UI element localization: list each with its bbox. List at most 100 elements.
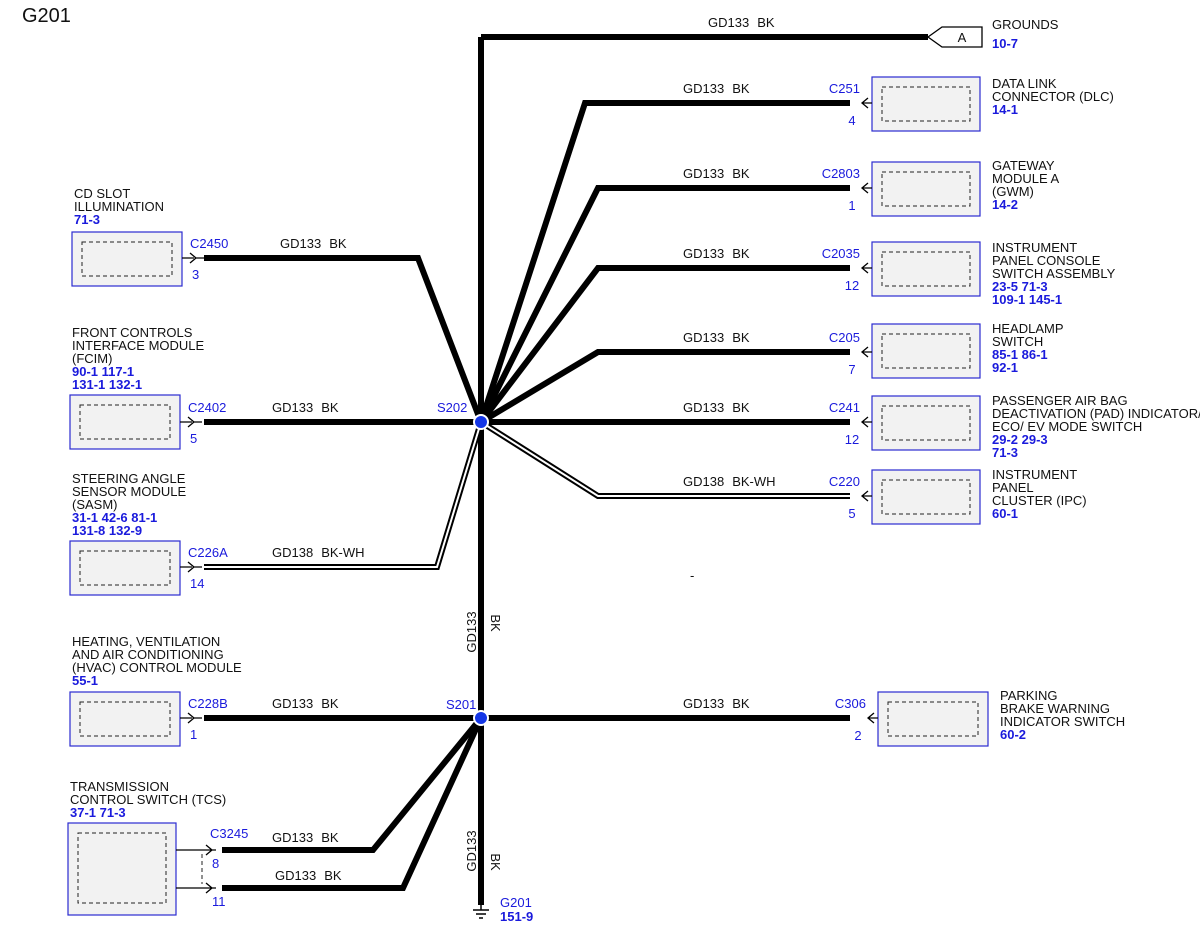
connector-label-c228b: C228B: [188, 696, 228, 711]
trunk-lower-color-label: BK: [488, 853, 503, 871]
component-name-c2803: MODULE A: [992, 171, 1060, 186]
component-ref-c205: 92-1: [992, 360, 1018, 375]
component-name-c228b: AND AIR CONDITIONING: [72, 647, 224, 662]
connector-arrow-icon: [860, 182, 872, 194]
component-name-c2450: CD SLOT: [74, 186, 130, 201]
connector-arrow-icon: [866, 712, 878, 724]
component-inner-c205: [881, 333, 971, 369]
stray-dash: -: [690, 568, 694, 583]
ground-symbol-icon: [473, 905, 489, 919]
wire-ipcs: [478, 265, 850, 424]
component-box-c205: [871, 323, 981, 379]
component-box-c228b: [69, 691, 181, 747]
connector-label-c2402: C2402: [188, 400, 226, 415]
pin-label-c3245-0: 8: [212, 856, 219, 871]
pin-label-c3245-1: 11: [212, 894, 226, 909]
component-name-c226a: STEERING ANGLE: [72, 471, 186, 486]
component-ref-c306: 60-2: [1000, 727, 1026, 742]
grounds-label: GROUNDS: [992, 17, 1059, 32]
pin-label-c2450: 3: [192, 267, 199, 282]
component-name-c251: DATA LINK: [992, 76, 1057, 91]
connector-label-c2450: C2450: [190, 236, 228, 251]
connector-label-c226a: C226A: [188, 545, 228, 560]
connector-label-c205: C205: [829, 330, 860, 345]
pin-label-c2035: 12: [845, 278, 859, 293]
component-ref-c226a: 131-8 132-9: [72, 523, 142, 538]
component-name-c2803: (GWM): [992, 184, 1034, 199]
connector-arrow-icon: [860, 97, 872, 109]
component-name-c228b: HEATING, VENTILATION: [72, 634, 220, 649]
component-ref-c3245: 37-1 71-3: [70, 805, 126, 820]
component-ref-c251: 14-1: [992, 102, 1018, 117]
wire-gwm: [478, 185, 850, 424]
component-ref-c2402: 90-1 117-1: [72, 364, 134, 379]
component-name-c205: HEADLAMP: [992, 321, 1064, 336]
splice-s202-label: S202: [437, 400, 467, 415]
pin-label-c226a: 14: [190, 576, 204, 591]
component-inner-c2402: [79, 404, 171, 440]
component-name-c2035: SWITCH ASSEMBLY: [992, 266, 1116, 281]
component-name-c2402: (FCIM): [72, 351, 112, 366]
connector-arrow-icon: [180, 416, 202, 428]
splice-s201: [473, 710, 489, 726]
component-name-c220: PANEL: [992, 480, 1034, 495]
connector-label-c306: C306: [835, 696, 866, 711]
component-ref-c2035: 109-1 145-1: [992, 292, 1062, 307]
component-name-c3245: CONTROL SWITCH (TCS): [70, 792, 226, 807]
component-name-c2803: GATEWAY: [992, 158, 1055, 173]
component-ref-c2402: 131-1 132-1: [72, 377, 142, 392]
component-inner-c306: [887, 701, 979, 737]
component-name-c2450: ILLUMINATION: [74, 199, 164, 214]
trunk-upper-wire-label: GD133: [464, 611, 479, 652]
grounds-ref: 10-7: [992, 36, 1018, 51]
ground-point-ref: 151-9: [500, 909, 533, 924]
wire-headlamp: [479, 349, 850, 425]
component-name-c241: ECO/ EV MODE SWITCH: [992, 419, 1142, 434]
component-name-c226a: SENSOR MODULE: [72, 484, 186, 499]
trunk-upper-color-label: BK: [488, 614, 503, 632]
pin-label-c228b: 1: [190, 727, 197, 742]
ground-point-name: G201: [500, 895, 532, 910]
component-inner-c2450: [81, 241, 173, 277]
pin-label-c2803: 1: [848, 198, 855, 213]
component-box-c2803: [871, 161, 981, 217]
connector-arrow-icon: [860, 346, 872, 358]
connector-arrow-icon: [860, 416, 872, 428]
component-name-c306: BRAKE WARNING: [1000, 701, 1110, 716]
component-inner-c2803: [881, 171, 971, 207]
component-inner-c2035: [881, 251, 971, 287]
connector-arrow-icon: [860, 490, 872, 502]
connector-arrow-icon: [860, 262, 872, 274]
component-inner-c3245: [77, 832, 167, 904]
connector-arrow-icon: [205, 844, 216, 856]
pin-label-c251: 4: [848, 113, 855, 128]
tcs-stub-wires: [176, 849, 206, 889]
connector-label-c241: C241: [829, 400, 860, 415]
component-ref-c2450: 71-3: [74, 212, 100, 227]
component-box-c241: [871, 395, 981, 451]
component-name-c306: INDICATOR SWITCH: [1000, 714, 1125, 729]
component-name-c226a: (SASM): [72, 497, 118, 512]
connector-arrow-icon: [182, 252, 204, 264]
component-box-c2450: [71, 231, 183, 287]
component-ref-c205: 85-1 86-1: [992, 347, 1048, 362]
wire-dlc: [478, 100, 850, 423]
pin-label-c241: 12: [845, 432, 859, 447]
diagram-title: G201: [22, 5, 71, 27]
component-name-c220: INSTRUMENT: [992, 467, 1077, 482]
wire-tcs-11: [222, 716, 484, 891]
component-box-c3245: [67, 822, 177, 916]
pin-label-c306: 2: [854, 728, 861, 743]
component-box-c251: [871, 76, 981, 132]
